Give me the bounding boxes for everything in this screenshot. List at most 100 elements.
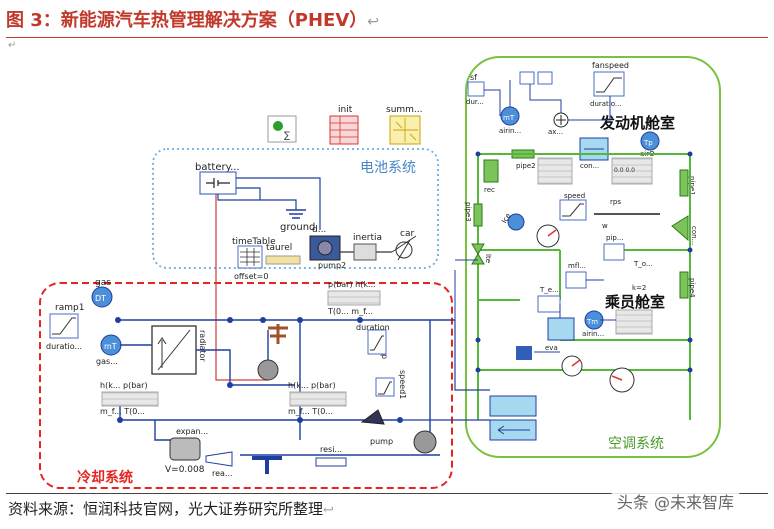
figure-title: 图 3：新能源汽车热管理解决方案（PHEV）↩ (6, 6, 379, 32)
svg-text:inertia: inertia (353, 233, 382, 243)
source-rule (6, 493, 768, 494)
ground-block: ground (280, 209, 315, 233)
svg-text:gas: gas (95, 278, 111, 288)
svg-text:pipe4: pipe4 (688, 278, 696, 298)
battery-red-line (215, 194, 268, 381)
tm-sensor: Tm airin... (582, 310, 604, 338)
svg-text:dur...: dur... (466, 98, 484, 106)
svg-text:resi...: resi... (320, 445, 342, 454)
svg-text:airin...: airin... (499, 127, 521, 135)
t-e-block: T_e... (537, 286, 561, 313)
svg-text:T_e...: T_e... (539, 286, 559, 294)
svg-text:mfl...: mfl... (568, 262, 586, 270)
cooling-region (39, 282, 453, 489)
svg-text:fanspeed: fanspeed (592, 61, 629, 70)
svg-text:ax...: ax... (548, 128, 563, 136)
drive-motor: d... pump2 (309, 225, 346, 270)
expansion-tank: expan... V=0.008 (165, 427, 208, 475)
taurel-block: taurel (265, 243, 301, 265)
svg-text:V=0.008: V=0.008 (165, 465, 205, 475)
pipe4-block: pipe4 (679, 271, 696, 299)
svg-text:mT: mT (503, 114, 515, 122)
svg-text:ramp1: ramp1 (55, 303, 84, 313)
svg-text:T_o...: T_o... (633, 260, 653, 268)
speed1-block: speed1 (375, 370, 407, 399)
radiator-block: radiator (151, 325, 207, 375)
svg-text:rec: rec (484, 186, 495, 194)
battery-wire (217, 177, 321, 230)
svg-text:Tm: Tm (586, 318, 598, 326)
valve-block (268, 324, 288, 344)
gauge-1 (536, 224, 560, 248)
ac-region-label: 空调系统 (608, 436, 664, 452)
pipe3-block: pipe3 (464, 202, 483, 227)
cabin-wiring (454, 259, 616, 390)
cooling-nodes (115, 317, 403, 423)
engine-room-label: 发动机舱室 (599, 114, 675, 132)
svg-text:sf: sf (470, 73, 477, 82)
svg-text:duratio...: duratio... (46, 342, 82, 351)
fanspeed-block: fanspeed duratio... (590, 61, 629, 108)
svg-text:pump2: pump2 (318, 261, 346, 270)
svg-text:p(bar) h(k...: p(bar) h(k... (328, 280, 376, 289)
svg-text:pipe2: pipe2 (516, 162, 536, 170)
svg-text:Tp: Tp (643, 139, 653, 147)
svg-text:0.0 0.0: 0.0 0.0 (614, 167, 635, 174)
paragraph-mark: ↵ (8, 40, 17, 51)
gauge-2 (561, 355, 583, 377)
pump-block: pump (360, 409, 393, 446)
mt-sensor: mT gas... (96, 334, 122, 366)
battery-region (152, 148, 439, 269)
figure-title-text: 图 3：新能源汽车热管理解决方案（PHEV） (6, 10, 368, 31)
battery-block: battery... (195, 162, 240, 195)
svg-text:timeTable: timeTable (232, 237, 276, 247)
compressor: con... (671, 215, 698, 245)
resi-block: resi... (315, 445, 347, 467)
title-rule (6, 37, 768, 38)
svg-text:car: car (400, 229, 414, 239)
svg-text:lte: lte (484, 254, 492, 263)
svg-text:init: init (338, 105, 353, 115)
svg-text:h(k... p(bar): h(k... p(bar) (100, 381, 148, 390)
inertia-block: inertia (340, 233, 392, 261)
hk-table-2: h(k... p(bar) m_f... T(0... (100, 381, 159, 416)
evaporator: eva (545, 317, 575, 352)
svg-text:gas...: gas... (96, 357, 118, 366)
ramp-block: ramp duration (356, 323, 390, 359)
svg-text:eva: eva (545, 344, 558, 352)
svg-text:h(k... p(bar): h(k... p(bar) (288, 381, 336, 390)
init-icon: ∑ (267, 115, 297, 143)
svg-text:DT: DT (95, 294, 106, 303)
source-text: 资料来源：恒润科技官网，光大证券研究所整理 (8, 500, 324, 518)
gas-sensor: gas DT (91, 278, 113, 308)
gauge-3 (609, 367, 635, 393)
svg-text:con...: con... (580, 162, 599, 170)
ice-sensor: Ice (500, 212, 525, 231)
battery-region-label: 电池系统 (360, 160, 416, 176)
source-return-mark: ↩ (323, 503, 334, 518)
hk-table-1: p(bar) h(k... T(0... m_f... (327, 280, 381, 316)
svg-text:speed: speed (564, 192, 585, 200)
svg-text:airin...: airin... (582, 330, 604, 338)
bar-chart-icon (516, 346, 532, 360)
summary-icon: summ... (386, 105, 423, 145)
hk-table-3: h(k... p(bar) m_f... T(0... (288, 381, 347, 416)
svg-text:k=2: k=2 (632, 284, 646, 292)
ac-region (465, 56, 721, 458)
sf-block: sf dur... (466, 73, 485, 106)
source-line: 资料来源：恒润科技官网，光大证券研究所整理↩ (8, 498, 334, 519)
rea-block: rea... (205, 451, 233, 478)
svg-text:taurel: taurel (266, 243, 292, 253)
svg-text:mT: mT (104, 342, 117, 351)
chiller-block: chiller (489, 395, 537, 441)
return-mark: ↩ (367, 14, 380, 30)
lte-valve: lte (471, 243, 492, 265)
pipe1-block: pipe1 (679, 169, 696, 197)
svg-text:summ...: summ... (386, 105, 423, 115)
svg-text:pump: pump (370, 437, 393, 446)
cabin-table (615, 309, 653, 335)
watermark: 头条 @未来智库 (610, 487, 740, 515)
svg-text:offset=0: offset=0 (234, 272, 268, 281)
cooling-sphere-2 (413, 430, 437, 454)
